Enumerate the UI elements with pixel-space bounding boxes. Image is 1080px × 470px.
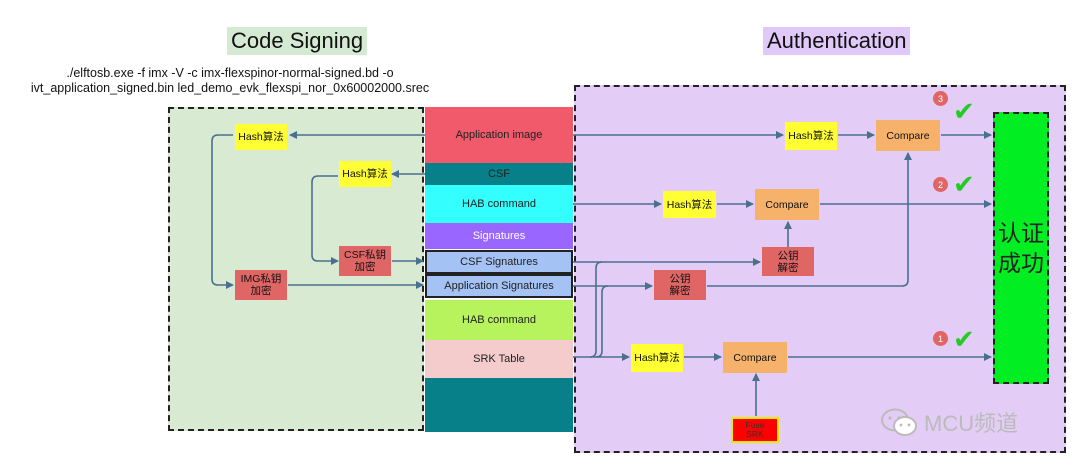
signatures-block: Signatures [425, 223, 573, 249]
csf-key-encrypt-node: CSF私钥 加密 [339, 246, 391, 276]
wechat-icon [881, 408, 917, 436]
checkmark-1-icon: ✔ [953, 324, 975, 354]
application-signatures-block: Application Signatures [425, 274, 573, 298]
hab-command-block-2: HAB command [425, 300, 573, 340]
csf-signatures-block: CSF Signatures [425, 250, 573, 274]
arrow-hash-csf-down [311, 175, 339, 265]
hash-node-signing-app: Hash算法 [235, 124, 287, 150]
img-key-encrypt-node: IMG私钥 加密 [235, 270, 287, 300]
srk-table-block: SRK Table [425, 340, 573, 378]
code-signing-title: Code Signing [227, 27, 368, 55]
image-tail-block [425, 378, 573, 432]
watermark: MCU频道 [880, 406, 1018, 438]
pubkey-decrypt-app-node: 公钥 解密 [654, 270, 706, 300]
compare-node-hab: Compare [755, 189, 819, 220]
compare-node-app: Compare [876, 120, 940, 151]
authentication-title: Authentication [763, 27, 911, 55]
checkmark-3-icon: ✔ [953, 96, 975, 126]
csf-block: CSF [425, 163, 573, 185]
hash-node-auth-srk: Hash算法 [631, 344, 683, 372]
command-line-text: ./elftosb.exe -f imx -V -c imx-flexspino… [30, 66, 430, 95]
fuse-srk-node: Fuse SRK [731, 417, 779, 443]
hash-node-signing-csf: Hash算法 [339, 161, 391, 187]
checkmark-2-icon: ✔ [953, 169, 975, 199]
hash-node-auth-hab: Hash算法 [663, 191, 716, 218]
pubkey-decrypt-csf-node: 公钥 解密 [762, 247, 814, 276]
arrow-decrypt-app-to-compare3 [707, 152, 912, 287]
application-image-block: Application image [425, 107, 573, 163]
arrow-srk-branch-2 [595, 285, 609, 358]
step-badge-1: 1 [933, 331, 948, 346]
hab-command-block-1: HAB command [425, 185, 573, 223]
auth-success-block: 认证 成功 [993, 112, 1049, 384]
watermark-text: MCU频道 [924, 411, 1019, 436]
compare-node-srk: Compare [723, 342, 787, 373]
hash-node-auth-app: Hash算法 [785, 122, 837, 150]
step-badge-2: 2 [933, 177, 948, 192]
arrow-srk-branch-1 [589, 261, 603, 358]
arrow-hash-app-down [211, 134, 234, 289]
step-badge-3: 3 [933, 91, 948, 106]
